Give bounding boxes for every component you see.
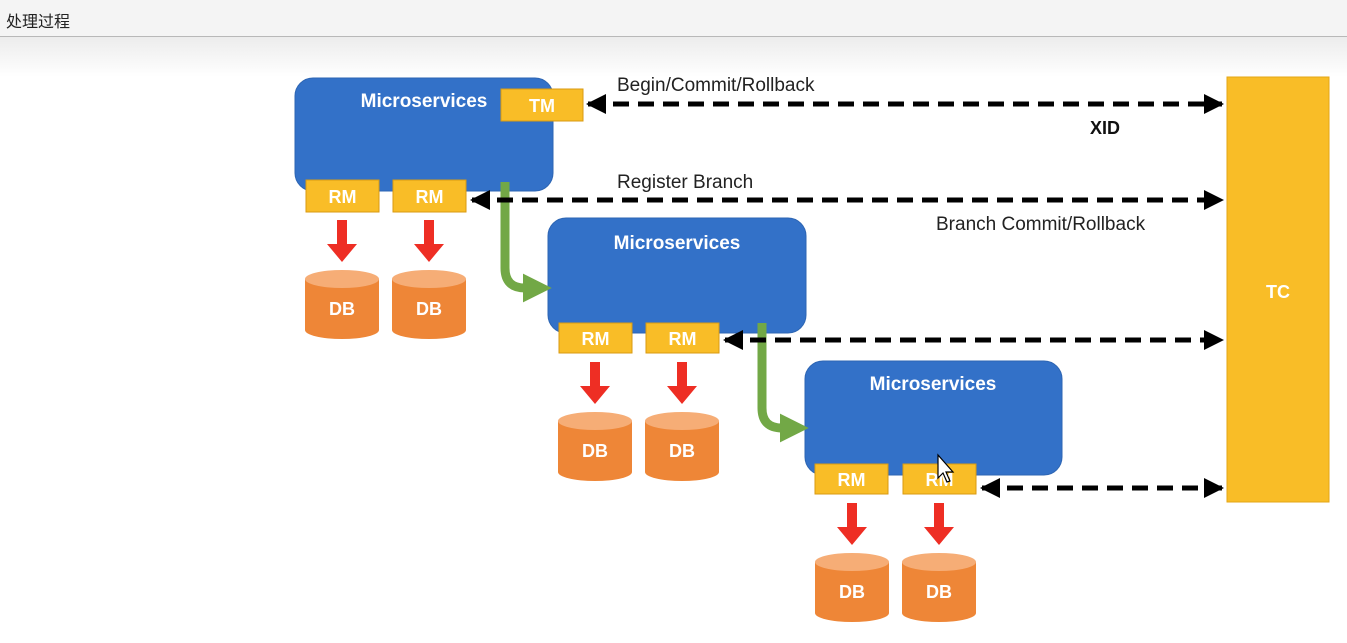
db-label: DB	[839, 582, 865, 602]
rm-label: RM	[329, 187, 357, 207]
db-cylinder-1b: DB	[392, 270, 466, 339]
down-arrows	[327, 220, 954, 545]
message-arrows	[470, 94, 1224, 498]
rm-box-1b: RM	[392, 179, 467, 213]
header-band	[0, 37, 1347, 77]
call-arrow-1	[500, 182, 552, 303]
window-title: 处理过程	[6, 12, 71, 31]
db-cylinder-3b: DB	[902, 553, 976, 622]
down-arrow-1b	[414, 220, 444, 262]
db-label: DB	[416, 299, 442, 319]
call-arrow-2	[757, 323, 809, 443]
rm-box-2a: RM	[558, 322, 633, 354]
db-cylinder-2b: DB	[645, 412, 719, 481]
mouse-cursor-icon	[937, 453, 955, 483]
label-xid: XID	[1090, 118, 1120, 138]
db-label: DB	[926, 582, 952, 602]
window-titlebar: 处理过程	[0, 0, 1347, 37]
rm-box-1a: RM	[305, 179, 380, 213]
tc-label: TC	[1266, 282, 1290, 302]
db-label: DB	[669, 441, 695, 461]
microservice-2: Microservices	[547, 217, 807, 334]
db-cylinder-3a: DB	[815, 553, 889, 622]
rm-label: RM	[669, 329, 697, 349]
db-label: DB	[329, 299, 355, 319]
db-cylinder-1a: DB	[305, 270, 379, 339]
down-arrow-2b	[667, 362, 697, 404]
down-arrow-3b	[924, 503, 954, 545]
down-arrow-2a	[580, 362, 610, 404]
down-arrow-1a	[327, 220, 357, 262]
rm-label: RM	[416, 187, 444, 207]
microservice-3-label: Microservices	[870, 374, 997, 395]
microservice-1-label: Microservices	[361, 91, 488, 112]
label-register-branch: Register Branch	[617, 172, 753, 193]
rm-label: RM	[582, 329, 610, 349]
label-begin-commit-rollback: Begin/Commit/Rollback	[617, 75, 815, 96]
rm-box-2b: RM	[645, 322, 720, 354]
tc-node: TC	[1226, 76, 1330, 503]
tm-box: TM	[500, 88, 584, 122]
rm-box-3a: RM	[814, 463, 889, 495]
db-label: DB	[582, 441, 608, 461]
microservice-1: Microservices	[294, 77, 554, 192]
rm-label: RM	[838, 470, 866, 490]
db-cylinder-2a: DB	[558, 412, 632, 481]
microservice-3: Microservices	[804, 360, 1063, 476]
microservice-2-label: Microservices	[614, 233, 741, 254]
tm-label: TM	[529, 96, 555, 116]
down-arrow-3a	[837, 503, 867, 545]
label-branch-commit-rollback: Branch Commit/Rollback	[936, 214, 1146, 235]
